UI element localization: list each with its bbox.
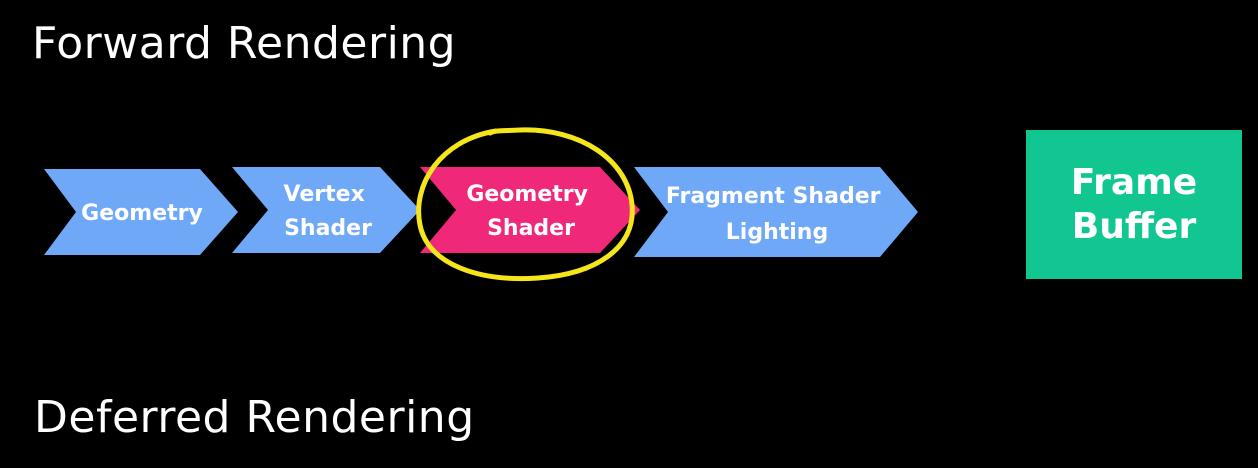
- stage-fragment-shader-arrow: [634, 167, 918, 257]
- forward-rendering-title: Forward Rendering: [32, 18, 457, 69]
- highlight-circle: [416, 127, 635, 282]
- stage-vertex-shader-line-2: Shader: [284, 216, 372, 241]
- stage-fragment-shader-line-2: Lighting: [726, 220, 828, 245]
- stage-geometry-shader-label: Geometry Shader: [466, 182, 595, 241]
- stage-fragment-shader-line-1: Fragment Shader: [666, 184, 881, 209]
- stage-vertex-shader-label: Vertex Shader: [284, 182, 373, 241]
- stage-geometry-shader-arrow: [420, 167, 640, 253]
- stage-vertex-shader-arrow: [232, 167, 420, 253]
- stage-geometry-shader-line-1: Geometry: [466, 182, 588, 207]
- frame-buffer-line-2: Buffer: [1071, 205, 1197, 247]
- stage-geometry-arrow: [44, 169, 238, 255]
- stage-vertex-shader-line-1: Vertex: [284, 182, 365, 207]
- deferred-rendering-title: Deferred Rendering: [34, 392, 475, 443]
- stage-geometry-line-1: Geometry: [81, 201, 203, 226]
- stage-geometry-label: Geometry: [81, 201, 203, 226]
- stage-geometry-shader-line-2: Shader: [487, 216, 575, 241]
- frame-buffer-line-1: Frame: [1070, 162, 1198, 204]
- frame-buffer-box: Frame Buffer: [1026, 130, 1242, 279]
- stage-fragment-shader-label: Fragment Shader Lighting: [666, 184, 888, 245]
